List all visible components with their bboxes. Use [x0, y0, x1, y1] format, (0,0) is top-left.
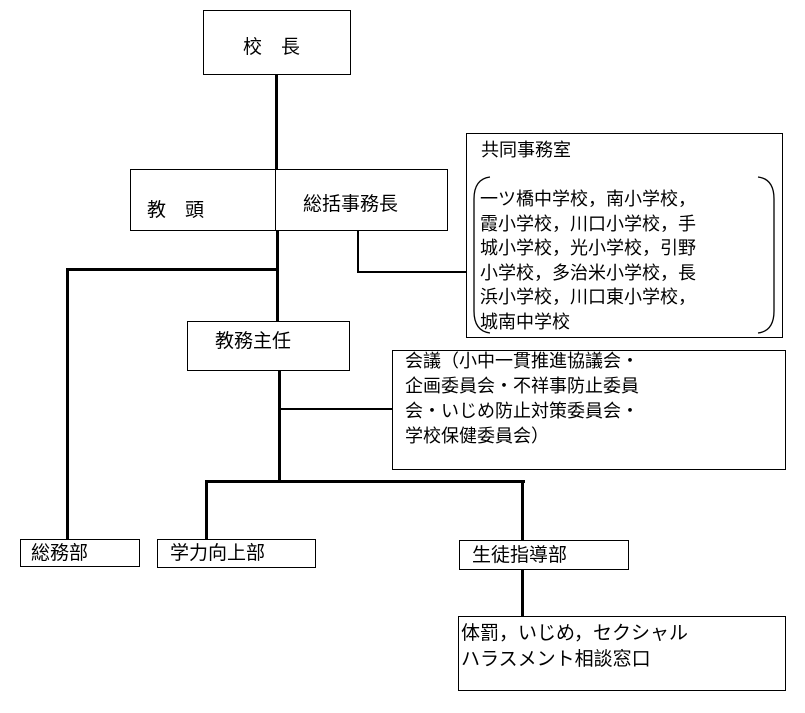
- meetings-text: 会議（小中一貫推進協議会・ 企画委員会・不祥事防止委員 会・いじめ防止対策委員会…: [405, 349, 639, 449]
- schools-line: 小学校，多治米小学校，長: [480, 262, 696, 284]
- connector-academic-down: [278, 371, 281, 483]
- right-bracket-icon: [757, 176, 775, 334]
- schools-line: 一ツ橋中学校，南小学校，: [480, 189, 696, 210]
- general-affairs-box: 総務部: [20, 539, 140, 567]
- connector-academic-improvement-vertical: [205, 480, 208, 540]
- connector-office-vertical: [357, 231, 359, 273]
- meetings-line: 会議（小中一貫推進協議会・: [405, 351, 639, 372]
- consultation-line: ハラスメント相談窓口: [461, 648, 651, 670]
- consultation-box: 体罰，いじめ，セクシャル ハラスメント相談窓口: [458, 616, 786, 691]
- academic-improvement-label: 学力向上部: [170, 542, 266, 564]
- joint-office-box: 共同事務室 一ツ橋中学校，南小学校， 霞小学校，川口小学校，手 城小学校，光小学…: [466, 133, 783, 338]
- left-bracket-icon: [473, 176, 491, 334]
- schools-line: 浜小学校，川口東小学校，: [480, 287, 696, 308]
- connector-general-vertical: [66, 268, 69, 540]
- consultation-line: 体罰，いじめ，セクシャル: [461, 622, 689, 644]
- general-affairs-label: 総務部: [31, 542, 89, 564]
- schools-line: 霞小学校，川口小学校，手: [480, 213, 696, 235]
- joint-office-schools: 一ツ橋中学校，南小学校， 霞小学校，川口小学校，手 城小学校，光小学校，引野 小…: [480, 188, 696, 335]
- meetings-line: 学校保健委員会）: [405, 426, 549, 447]
- academic-affairs-box: 教務主任: [187, 321, 350, 371]
- connector-branch-horizontal: [205, 480, 525, 483]
- connector-principal-to-vice: [275, 74, 278, 170]
- schools-line: 城南中学校: [480, 311, 570, 333]
- connector-branch-general-horizontal: [66, 268, 278, 271]
- connector-vice-down: [276, 230, 279, 322]
- academic-improvement-box: 学力向上部: [157, 539, 316, 568]
- connector-student-guidance-vertical: [521, 480, 524, 541]
- general-office-head-label: 総括事務長: [303, 193, 399, 215]
- student-guidance-box: 生徒指導部: [459, 540, 629, 570]
- vice-office-divider: [275, 169, 276, 231]
- vice-principal-box: [130, 169, 448, 231]
- connector-office-horizontal: [357, 271, 467, 273]
- connector-meetings-horizontal: [280, 408, 393, 410]
- joint-office-title: 共同事務室: [481, 140, 571, 161]
- consultation-text: 体罰，いじめ，セクシャル ハラスメント相談窓口: [461, 620, 688, 672]
- vice-principal-label: 教 頭: [147, 199, 205, 221]
- meetings-line: 会・いじめ防止対策委員会・: [405, 401, 639, 422]
- principal-box: 校 長: [203, 10, 351, 75]
- student-guidance-label: 生徒指導部: [472, 544, 568, 566]
- connector-consultation-vertical: [521, 569, 524, 617]
- academic-affairs-label: 教務主任: [215, 330, 292, 352]
- schools-line: 城小学校，光小学校，引野: [480, 238, 696, 259]
- meetings-box: 会議（小中一貫推進協議会・ 企画委員会・不祥事防止委員 会・いじめ防止対策委員会…: [392, 350, 786, 470]
- principal-label: 校 長: [243, 36, 301, 58]
- meetings-line: 企画委員会・不祥事防止委員: [405, 376, 639, 397]
